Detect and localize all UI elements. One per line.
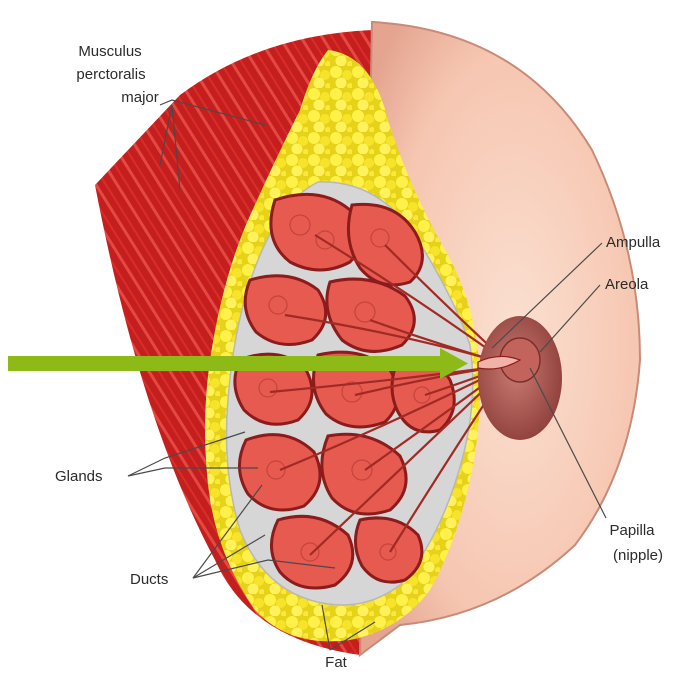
label-areola: Areola — [605, 276, 649, 293]
label-fat: Fat — [325, 654, 348, 671]
label-ampulla: Ampulla — [606, 234, 661, 251]
label-papilla-1: Papilla — [609, 522, 655, 539]
label-musculus-2: perctoralis — [76, 66, 145, 83]
label-glands: Glands — [55, 468, 103, 485]
label-musculus-1: Musculus — [78, 43, 141, 60]
label-papilla-2: (nipple) — [613, 547, 663, 564]
label-ducts: Ducts — [130, 571, 168, 588]
label-musculus-3: major — [121, 89, 159, 106]
